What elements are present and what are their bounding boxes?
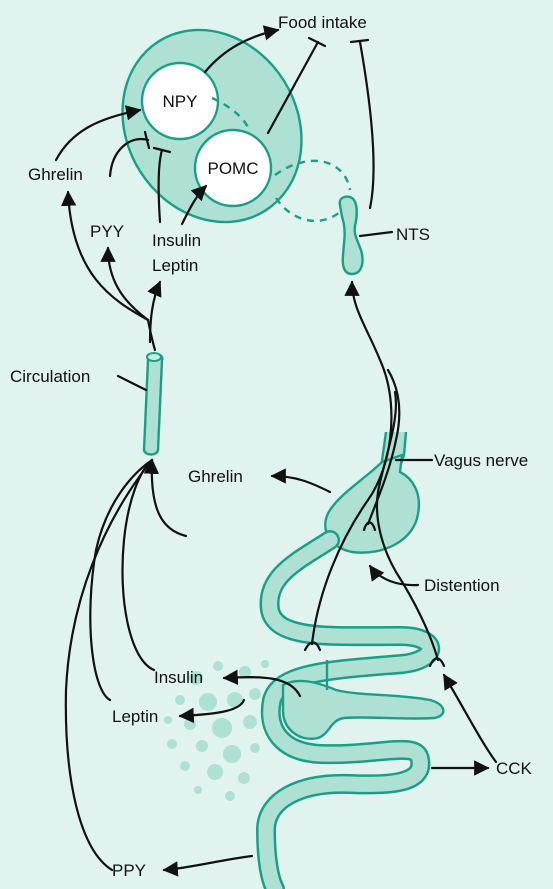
label-cck: CCK — [496, 759, 533, 778]
intestine-to-ppy-arrow — [164, 856, 252, 870]
nts-inhibits-food-intake — [360, 42, 374, 208]
label-distention: Distention — [424, 576, 500, 595]
label-leptin-top: Leptin — [152, 256, 198, 275]
circulation-vessel — [144, 353, 162, 455]
leptin-return-path — [90, 460, 152, 700]
label-vagus-nerve: Vagus nerve — [434, 451, 528, 470]
label-circulation: Circulation — [10, 367, 90, 386]
vessel-body — [144, 354, 162, 454]
label-npy: NPY — [163, 92, 198, 111]
nts-leader-line — [360, 232, 392, 236]
label-ppy: PPY — [112, 861, 146, 880]
label-insulin-top: Insulin — [152, 231, 201, 250]
label-pomc: POMC — [208, 159, 259, 178]
label-ghrelin-top: Ghrelin — [28, 165, 83, 184]
label-pyy-top: PYY — [90, 222, 124, 241]
vessel-opening — [147, 353, 161, 361]
label-nts: NTS — [396, 225, 430, 244]
insulin-return-path — [122, 460, 154, 670]
label-food-intake: Food intake — [278, 13, 367, 32]
label-insulin-low: Insulin — [154, 668, 203, 687]
circulation-leader-line — [118, 376, 146, 390]
nts-body — [340, 197, 363, 274]
stomach-to-ghrelin-arrow — [272, 476, 330, 492]
label-ghrelin-mid: Ghrelin — [188, 467, 243, 486]
label-leptin-low: Leptin — [112, 707, 158, 726]
inhibit-bar-nts — [351, 40, 368, 42]
ppy-return-path — [66, 460, 152, 870]
gastrointestinal-tract — [266, 432, 443, 889]
cck-to-vagus-arrow — [444, 675, 496, 762]
pancreas — [283, 681, 443, 739]
nts-structure — [340, 197, 363, 274]
hypothalamus-nts-connection-lower — [276, 198, 340, 221]
ghrelin-to-circulation-arrow — [152, 460, 186, 536]
